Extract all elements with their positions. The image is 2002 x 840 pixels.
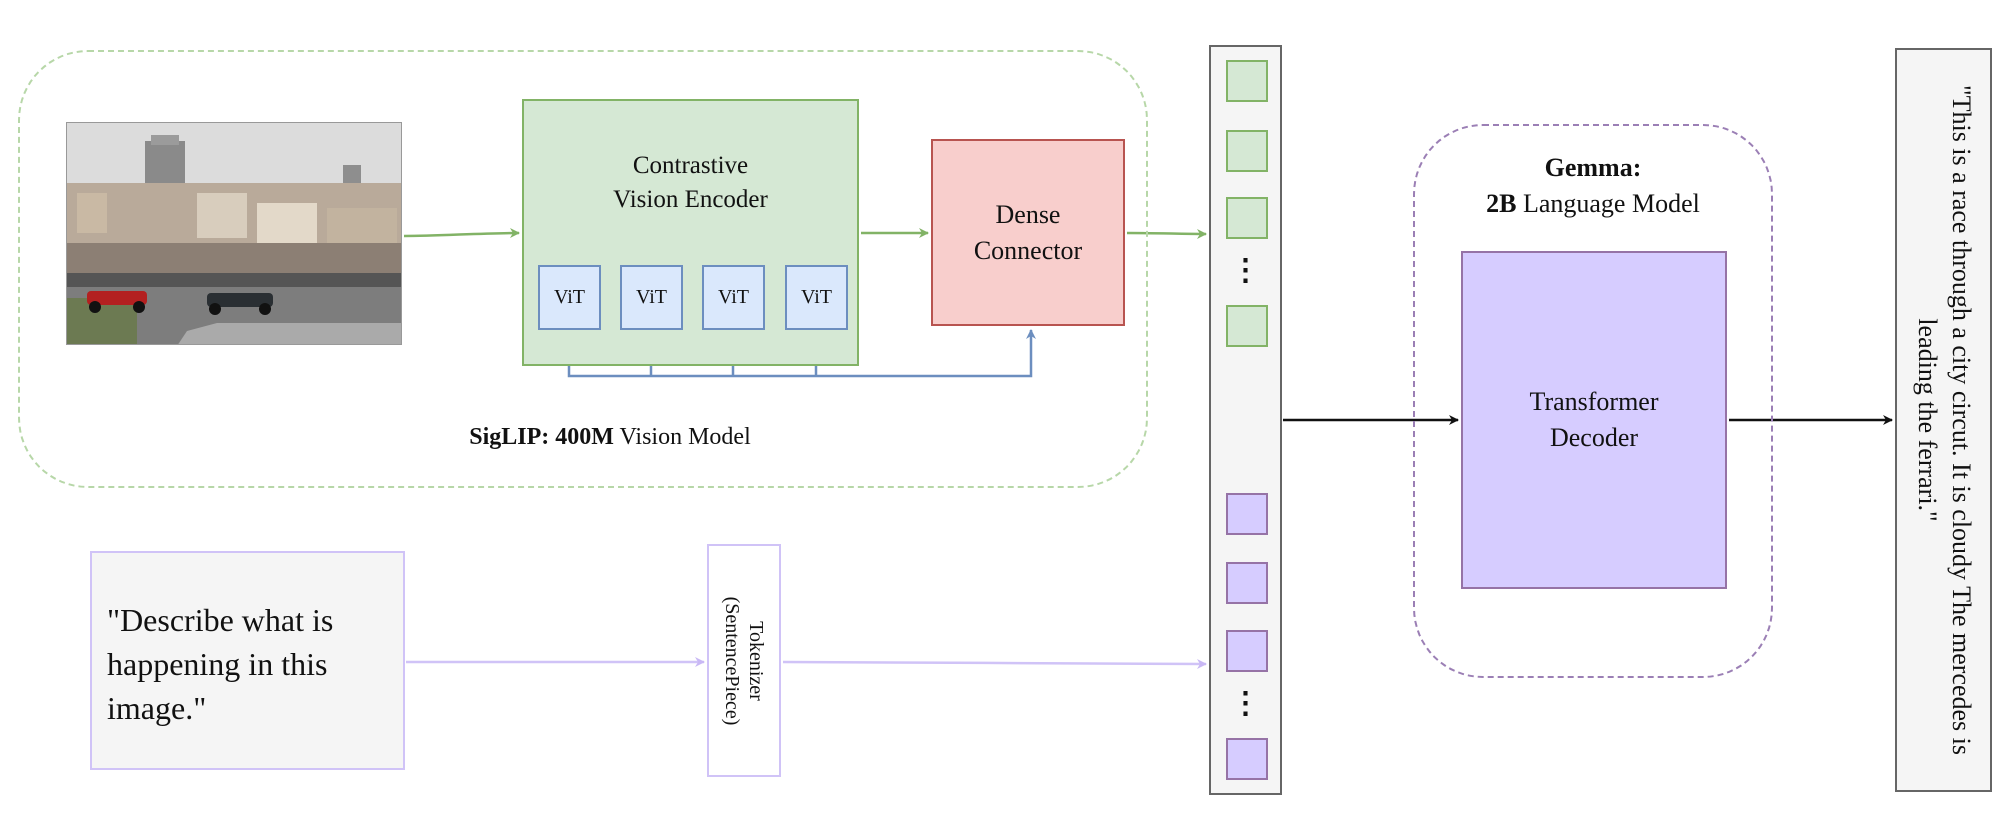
image-token <box>1226 197 1268 239</box>
encoder-title: Contrastive Vision Encoder <box>524 149 857 217</box>
gemma-label-title: Gemma: <box>1544 153 1642 182</box>
vit-block-1: ViT <box>538 265 601 330</box>
text-token-ellipsis: ⋮ <box>1230 687 1261 720</box>
token-sequence: ⋮ ⋮ <box>1209 45 1282 795</box>
vit-block-3: ViT <box>702 265 765 330</box>
input-race-photo <box>66 122 402 345</box>
image-token <box>1226 60 1268 102</box>
encoder-title-line2: Vision Encoder <box>613 186 768 213</box>
text-token <box>1226 630 1268 672</box>
gemma-label-size: 2B <box>1486 189 1517 218</box>
output-text-box: "This is a race through a city circut. I… <box>1895 48 1992 792</box>
vit-block-2: ViT <box>620 265 683 330</box>
edge-tokenizer-to-sequence <box>782 658 1207 669</box>
gemma-region <box>1413 124 1773 678</box>
decoder-line1: Transformer <box>1529 387 1659 416</box>
siglip-label-rest: Vision Model <box>613 424 751 450</box>
tokenizer-label-line2: (SentencePiece) <box>721 596 743 725</box>
gemma-label: Gemma: 2B Language Model <box>1413 150 1773 222</box>
transformer-decoder: Transformer Decoder <box>1461 251 1727 589</box>
connector-line2: Connector <box>973 235 1083 265</box>
tokenizer-box: Tokenizer (SentencePiece) <box>707 544 781 777</box>
tokenizer-label: Tokenizer (SentencePiece) <box>720 546 768 776</box>
siglip-label: SigLIP: 400M Vision Model <box>380 424 840 451</box>
text-prompt-box: "Describe what is happening in this imag… <box>90 551 405 770</box>
vit-block-4: ViT <box>785 265 848 330</box>
text-token <box>1226 493 1268 535</box>
contrastive-vision-encoder: Contrastive Vision Encoder ViT ViT ViT V… <box>522 99 859 366</box>
text-token <box>1226 738 1268 780</box>
dense-connector: Dense Connector <box>931 139 1125 326</box>
image-token <box>1226 305 1268 347</box>
prompt-text: "Describe what is happening in this imag… <box>107 602 334 726</box>
gemma-label-rest: Language Model <box>1516 189 1700 218</box>
text-token <box>1226 562 1268 604</box>
tokenizer-label-line1: Tokenizer <box>745 620 767 701</box>
decoder-line2: Decoder <box>1549 423 1639 452</box>
siglip-region <box>18 50 1148 488</box>
siglip-label-bold: SigLIP: 400M <box>469 424 614 450</box>
encoder-title-line1: Contrastive <box>632 152 749 179</box>
race-photo-illustration <box>67 123 401 344</box>
image-token-ellipsis: ⋮ <box>1230 254 1261 287</box>
output-text: "This is a race through a city circut. I… <box>1912 84 1976 756</box>
image-token <box>1226 130 1268 172</box>
connector-line1: Dense <box>995 199 1061 229</box>
